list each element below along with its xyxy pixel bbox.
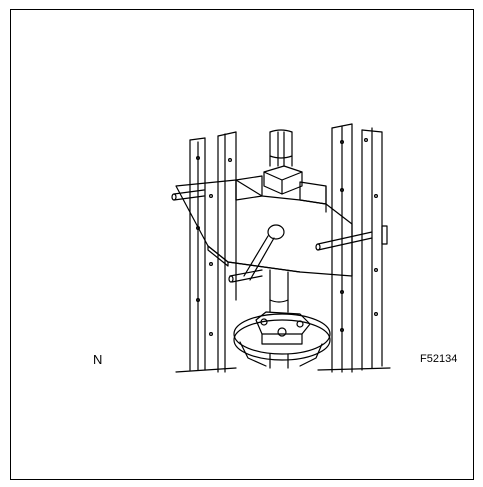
hub-assembly [233,311,331,369]
view-label: N [93,352,103,367]
left-frame-post [189,131,237,373]
bed-plate [171,179,373,277]
figure-frame [10,9,474,480]
press-base [175,367,391,373]
right-frame-post [331,123,388,373]
press-rod [269,269,289,313]
figure-code: F52134 [420,353,458,365]
ram-shaft [263,129,303,195]
lever-handle [228,224,285,283]
